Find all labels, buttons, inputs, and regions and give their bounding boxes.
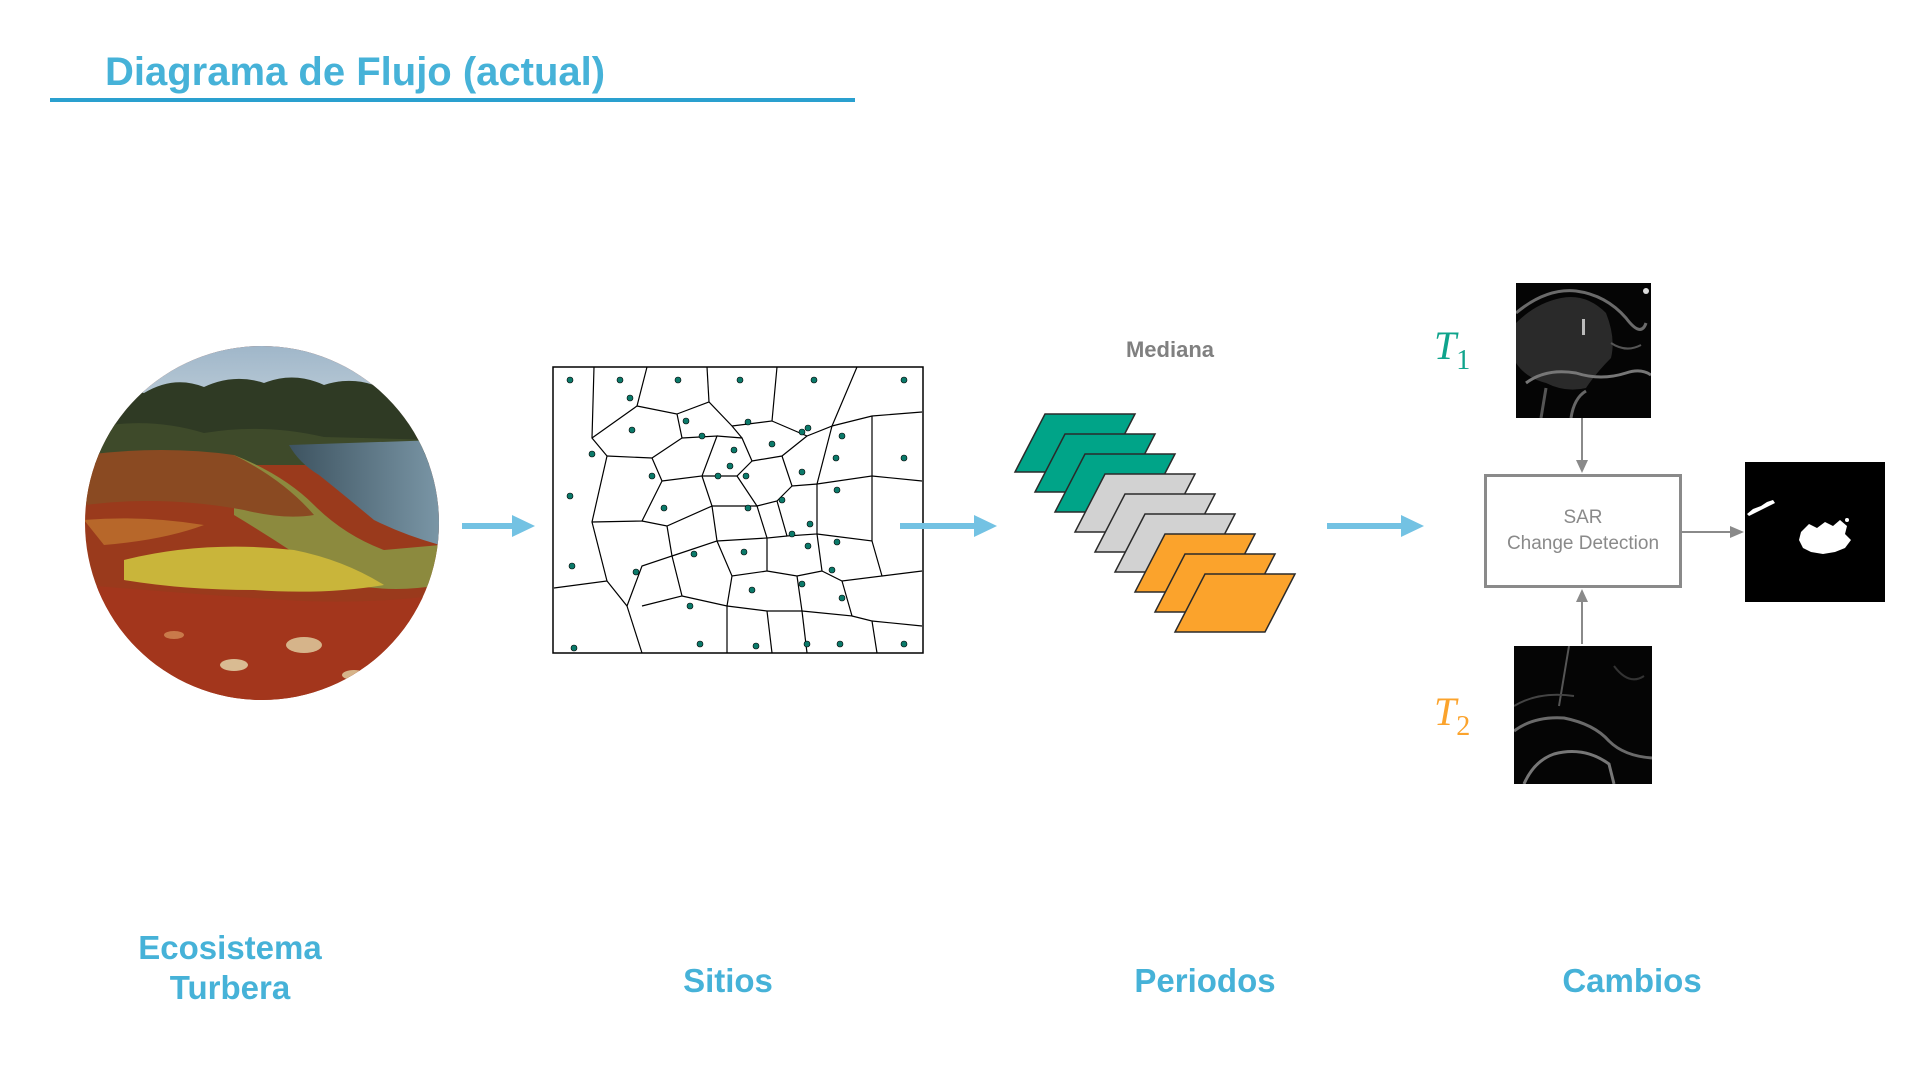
site-point — [632, 568, 640, 576]
site-point — [682, 417, 690, 425]
site-point — [900, 454, 908, 462]
sar-box-line2: Change Detection — [1506, 533, 1660, 554]
site-point — [696, 640, 704, 648]
flow-arrow-1 — [462, 515, 535, 537]
site-point — [566, 492, 574, 500]
site-point — [744, 504, 752, 512]
stage-label-periodos: Periodos — [1134, 962, 1276, 999]
site-point — [570, 644, 578, 652]
stage-label-sitios: Sitios — [683, 962, 773, 999]
stacked-period-sheets-icon — [1013, 413, 1297, 633]
site-point — [828, 566, 836, 574]
voronoi-edge — [553, 366, 608, 589]
site-point — [798, 468, 806, 476]
site-point — [833, 486, 841, 494]
page-title: Diagrama de Flujo (actual) — [105, 50, 606, 94]
site-point — [660, 504, 668, 512]
peatland-photo-icon — [85, 346, 439, 700]
site-point — [648, 472, 656, 480]
t2-label: T2 — [1434, 689, 1471, 742]
voronoi-edge — [626, 605, 643, 654]
site-point — [833, 538, 841, 546]
site-point — [804, 542, 812, 550]
site-point — [900, 640, 908, 648]
site-point — [832, 454, 840, 462]
site-point — [798, 428, 806, 436]
flow-arrow-2 — [900, 515, 997, 537]
voronoi-sites-map-icon — [552, 366, 924, 654]
site-point — [616, 376, 624, 384]
site-point — [588, 450, 596, 458]
site-point — [736, 376, 744, 384]
site-point — [740, 548, 748, 556]
stage-label-cambios: Cambios — [1562, 962, 1702, 999]
change-mask-result — [1745, 462, 1885, 602]
site-point — [752, 642, 760, 650]
voronoi-edge — [881, 570, 923, 577]
site-point — [798, 580, 806, 588]
voronoi-edge — [781, 425, 833, 487]
site-point — [768, 440, 776, 448]
site-point — [804, 424, 812, 432]
voronoi-edge — [821, 540, 883, 582]
arrow-t1-to-box — [1576, 418, 1588, 473]
site-point — [803, 640, 811, 648]
site-point — [714, 472, 722, 480]
site-point — [690, 550, 698, 558]
site-point — [900, 376, 908, 384]
site-point — [628, 426, 636, 434]
voronoi-edge — [606, 525, 673, 608]
voronoi-edge — [676, 401, 743, 439]
site-point — [836, 640, 844, 648]
mediana-caption: Mediana — [1125, 337, 1215, 362]
arrow-box-to-result — [1682, 526, 1744, 538]
site-point — [778, 496, 786, 504]
voronoi-edge — [726, 575, 803, 612]
site-point — [748, 586, 756, 594]
voronoi-edge — [871, 475, 923, 482]
voronoi-edge — [766, 533, 823, 577]
site-point — [744, 418, 752, 426]
voronoi-edge — [771, 366, 858, 437]
site-point — [686, 602, 694, 610]
site-point — [674, 376, 682, 384]
site-point — [810, 376, 818, 384]
sar-change-detection-box: SAR Change Detection — [1484, 474, 1682, 588]
site-point — [742, 472, 750, 480]
title-underline — [50, 98, 855, 102]
period-sheet-orange — [1173, 573, 1297, 633]
flow-arrow-3 — [1327, 515, 1424, 537]
t1-label: T1 — [1434, 323, 1471, 376]
sar-box-line1: SAR — [1563, 507, 1603, 528]
site-point — [568, 562, 576, 570]
voronoi-edge — [871, 620, 923, 627]
stage-label-ecosistema: Ecosistema Turbera — [138, 929, 322, 1006]
site-point — [730, 446, 738, 454]
voronoi-edge — [591, 457, 663, 523]
sar-image-t1 — [1516, 283, 1651, 418]
sar-image-t2 — [1514, 646, 1652, 784]
site-point — [566, 376, 574, 384]
voronoi-edge — [641, 475, 713, 527]
voronoi-edge — [766, 610, 773, 654]
site-point — [698, 432, 706, 440]
voronoi-edge — [776, 484, 818, 537]
site-point — [838, 594, 846, 602]
voronoi-edge — [706, 366, 710, 403]
site-point — [726, 462, 734, 470]
arrow-t2-to-box — [1576, 589, 1588, 644]
site-point — [788, 530, 796, 538]
site-point — [626, 394, 634, 402]
site-point — [838, 432, 846, 440]
site-point — [806, 520, 814, 528]
